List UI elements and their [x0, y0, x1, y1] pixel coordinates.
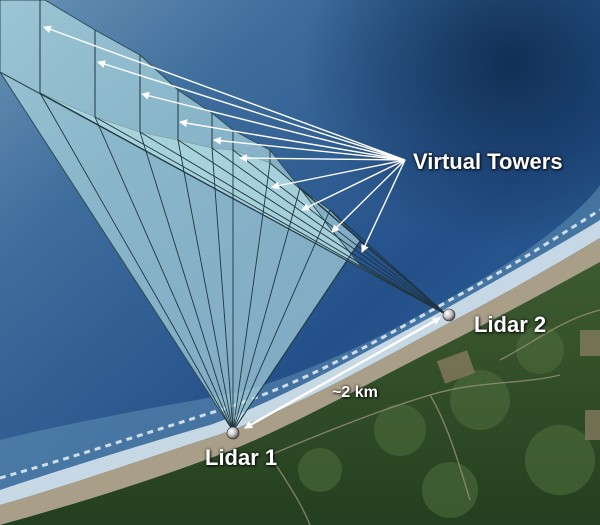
lidar-1-marker — [226, 426, 240, 440]
clearings — [436, 330, 600, 440]
distance-label: ~2 km — [332, 384, 378, 401]
forest-texture — [298, 326, 595, 518]
forest-land — [0, 262, 600, 525]
virtual-towers-label: Virtual Towers — [413, 149, 563, 174]
virtual-tower-lines — [39, 0, 271, 163]
surf-foam — [0, 208, 600, 480]
distance-line-back — [244, 317, 441, 429]
beam-lines-lidar-2 — [39, 92, 448, 316]
lidar-1-label: Lidar 1 — [205, 445, 278, 470]
roads — [269, 309, 600, 525]
beach — [0, 238, 600, 525]
surf-zone — [0, 220, 600, 505]
beam-lines-lidar-1 — [39, 92, 361, 432]
tower-arrows — [43, 25, 406, 253]
lidar-2-label: Lidar 2 — [474, 312, 547, 337]
shallow-water — [0, 185, 600, 525]
lidar-2-marker — [442, 308, 456, 322]
